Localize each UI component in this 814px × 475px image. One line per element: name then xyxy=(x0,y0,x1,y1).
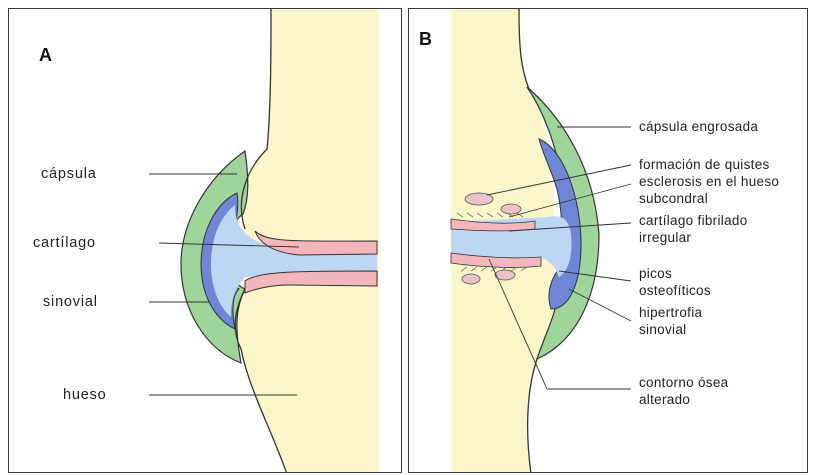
label-picos-2: osteofíticos xyxy=(639,283,711,298)
label-esclerosis-1: esclerosis en el hueso xyxy=(639,174,779,189)
label-capsula-engrosada: cápsula engrosada xyxy=(639,119,758,134)
panel-a-normal-joint: A cápsula cartílago sinovial hueso xyxy=(8,8,402,473)
label-hipertrofia-2: sinovial xyxy=(639,322,686,337)
label-cartilago-1: cartílago fibrilado xyxy=(639,213,748,228)
label-capsula: cápsula xyxy=(41,167,97,182)
panel-b-arthritic-joint: B cápsula engrosada formación de quistes… xyxy=(408,8,808,473)
arthritic-joint-illustration xyxy=(409,9,808,473)
label-hipertrofia-1: hipertrofia xyxy=(639,305,702,320)
label-cartilago-2: irregular xyxy=(639,230,691,245)
label-cartilago: cartílago xyxy=(33,236,96,251)
label-picos-1: picos xyxy=(639,266,672,281)
panel-b-letter: B xyxy=(419,29,432,50)
label-sinovial: sinovial xyxy=(43,295,98,310)
label-contorno-1: contorno ósea xyxy=(639,375,728,390)
label-esclerosis-2: subcondral xyxy=(639,191,708,206)
label-formacion-quistes: formación de quistes xyxy=(639,157,770,172)
label-contorno-2: alterado xyxy=(639,392,690,407)
label-hueso: hueso xyxy=(63,388,107,403)
cyst-2 xyxy=(501,204,521,214)
panel-a-letter: A xyxy=(39,45,52,66)
cyst-3 xyxy=(462,274,480,284)
